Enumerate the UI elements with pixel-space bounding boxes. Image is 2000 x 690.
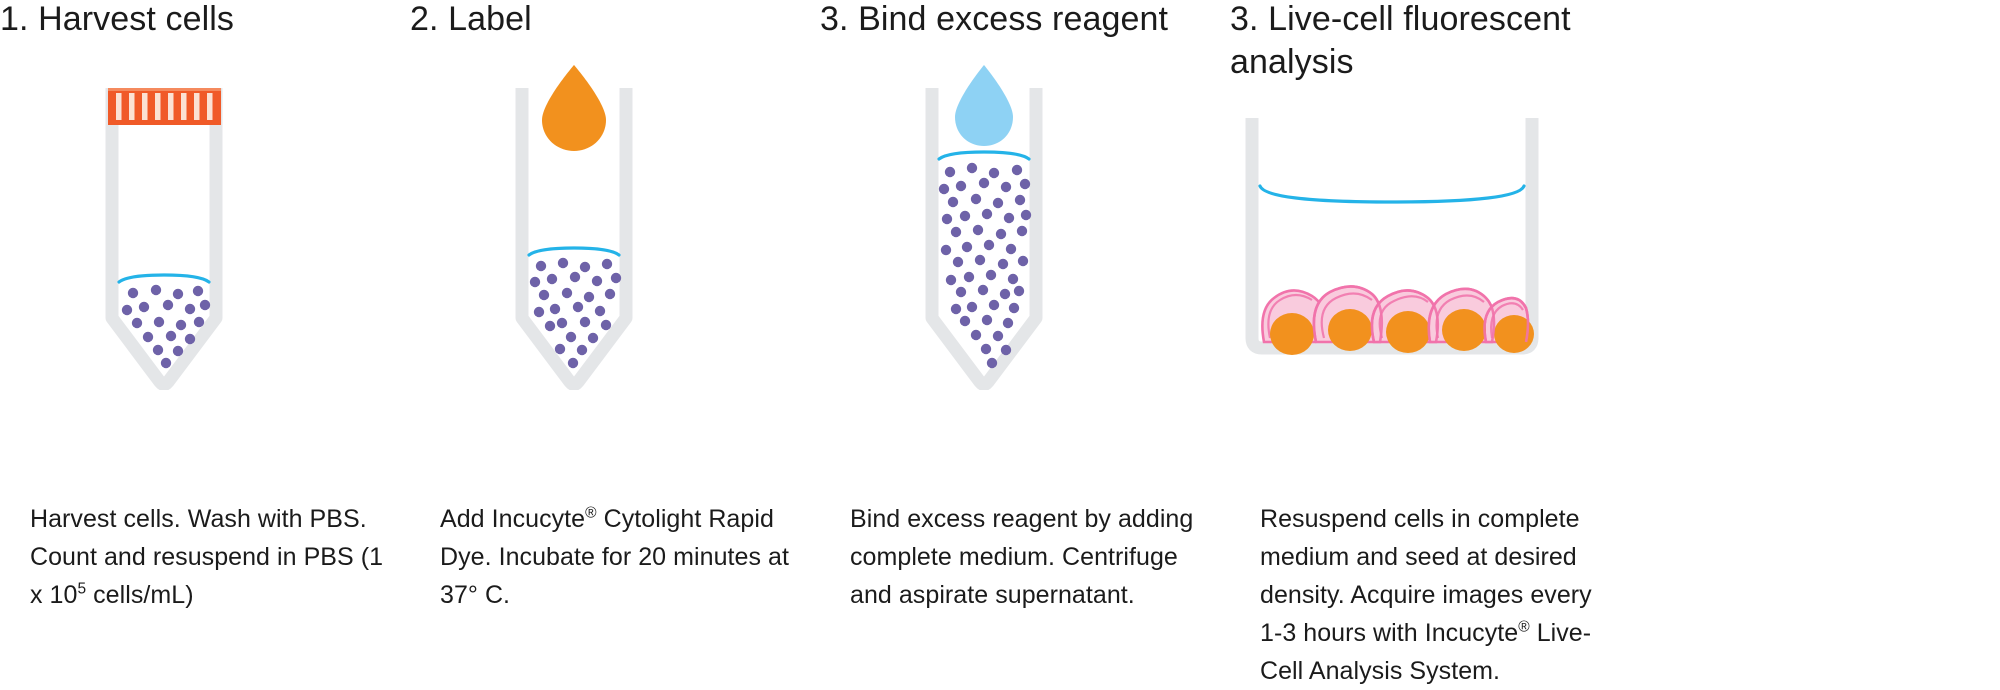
panel-3-heading: 3. Bind excess reagent [820,0,1169,38]
panel-4-live-cell-fluorescent-analysis: 3. Live-cell fluorescent analysis [1230,0,1630,685]
tube-outline [515,88,633,390]
panel-2-label: 2. Label [410,0,810,678]
panel-4-heading: 3. Live-cell fluorescent analysis [1230,0,1571,81]
adherent-cells [1261,285,1534,355]
panel-1-caption-line3-pre: PBS (1 x 10 [30,543,384,609]
panel-1-illustration [0,60,400,390]
panel-3-illustration [820,60,1220,390]
fluorescent-nuclei [1270,309,1534,355]
cell-dots [121,284,211,369]
panel-1-heading: 1. Harvest cells [0,0,235,38]
panel-2-caption: Add Incucyte® Cytolight Rapid Dye. Incub… [440,500,800,614]
medium-droplet-blue [955,65,1013,146]
panel-2-caption-pre: Add Incucyte [440,505,586,533]
panel-4-caption: Resuspend cells in complete medium and s… [1260,500,1620,690]
panel-1-caption-exponent: 5 [77,580,87,598]
panel-2-heading: 2. Label [410,0,532,38]
panel-2-caption-post: Cytolight Rapid Dye. Incubate for 20 min… [440,505,789,609]
tube-cap [108,88,221,125]
tube-outline [925,88,1043,390]
panel-1-caption-line2: Count and resuspend in [30,543,297,571]
panel-1-harvest-cells: 1. Harvest cells [0,0,400,678]
registered-trademark-icon: ® [585,504,597,522]
panel-4-caption-pre: Resuspend cells in complete medium and s… [1260,505,1592,647]
cell-dots [529,257,622,369]
panel-3-bind-excess-reagent: 3. Bind excess reagent [820,0,1220,678]
panel-1-caption-line1: Harvest cells. Wash with PBS. [30,505,367,533]
panel-2-illustration [410,60,810,390]
registered-trademark-icon: ® [1518,618,1530,636]
panel-1-caption: Harvest cells. Wash with PBS. Count and … [30,500,390,614]
panel-3-caption: Bind excess reagent by adding complete m… [850,505,1194,609]
cell-dots [938,162,1032,369]
dye-droplet-orange [542,65,606,151]
tube-outline [105,88,223,390]
panel-1-caption-line3-post: cells/mL) [86,581,194,609]
panel-4-illustration [1230,60,1630,390]
